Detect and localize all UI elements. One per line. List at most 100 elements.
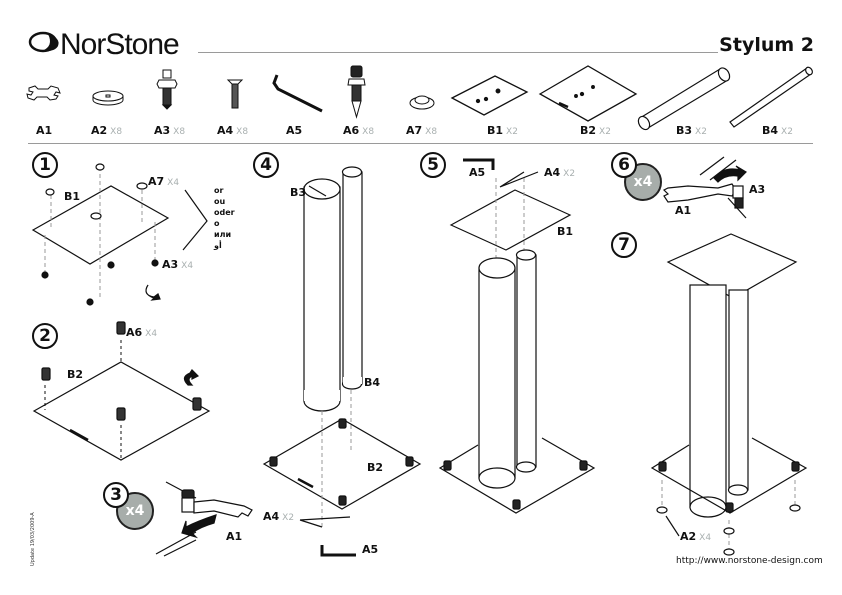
logo-mark-icon — [28, 31, 59, 53]
part-qty: X8 — [362, 127, 375, 137]
part-qty: X8 — [425, 127, 438, 137]
or-translations: or ou oder o или أو — [214, 185, 235, 251]
step6-illustration — [662, 156, 747, 219]
part-qty: X2 — [695, 127, 707, 137]
step4-label-b3: B3 — [290, 186, 307, 199]
part-qty: X8 — [173, 127, 186, 137]
website-link[interactable]: http://www.norstone-design.com — [676, 556, 823, 566]
step-3-number: 3 — [103, 482, 129, 508]
part-id: B4 — [762, 124, 779, 137]
step1-label-b1: B1 — [64, 190, 81, 203]
part-id: A4 — [217, 124, 234, 137]
label-id: A7 — [148, 175, 165, 188]
or-word: أو — [214, 241, 222, 250]
step1-illustration — [31, 163, 208, 306]
part-qty: X8 — [236, 127, 249, 137]
step5-label-a5: A5 — [469, 166, 486, 179]
part-qty: X2 — [506, 127, 518, 137]
part-label-a1: A1 — [36, 124, 55, 137]
step-7-number: 7 — [611, 232, 637, 258]
step7-illustration — [650, 233, 808, 556]
part-qty: X2 — [781, 127, 793, 137]
step-5-number: 5 — [420, 152, 446, 178]
screw-icon — [226, 79, 244, 109]
washer-icon — [409, 95, 435, 110]
step5-illustration — [438, 158, 596, 514]
step3-illustration — [155, 481, 253, 557]
base-plate-icon — [538, 65, 638, 122]
or-word: ou — [214, 197, 226, 206]
step2-label-b2: B2 — [67, 368, 84, 381]
parts-rule — [28, 143, 813, 144]
top-plate-icon — [450, 75, 529, 116]
brand-logo — [28, 30, 62, 58]
or-word: o — [214, 219, 220, 228]
part-qty: X2 — [599, 127, 611, 137]
label-qty: X4 — [699, 533, 712, 543]
label-id: A2 — [680, 530, 697, 543]
part-qty: X8 — [110, 127, 123, 137]
step6-label-a1: A1 — [675, 204, 692, 217]
spike-nut-icon — [156, 69, 178, 110]
label-id: A3 — [162, 258, 179, 271]
part-id: B1 — [487, 124, 504, 137]
step5-label-b1: B1 — [557, 225, 574, 238]
large-tube-icon — [637, 67, 731, 131]
small-tube-icon — [729, 66, 813, 128]
step4-illustration — [262, 166, 422, 557]
label-qty: X4 — [181, 261, 194, 271]
step4-label-b2: B2 — [367, 461, 384, 474]
step2-illustration — [32, 321, 211, 461]
label-qty: X2 — [563, 169, 576, 179]
part-id: A5 — [286, 124, 303, 137]
disc-pad-icon — [92, 90, 124, 106]
step-6-number: 6 — [611, 152, 637, 178]
part-id: A3 — [154, 124, 171, 137]
brand-name: NorStone — [60, 28, 180, 61]
step4-label-a5: A5 — [362, 543, 379, 556]
label-id: A6 — [126, 326, 143, 339]
step4-label-b4: B4 — [364, 376, 381, 389]
label-id: A4 — [263, 510, 280, 523]
step-2-number: 2 — [32, 323, 58, 349]
step6-label-a3: A3 — [749, 183, 766, 196]
or-word: or — [214, 186, 224, 195]
label-qty: X4 — [167, 178, 180, 188]
header-rule — [198, 52, 718, 53]
spike-icon — [347, 65, 366, 119]
or-word: oder — [214, 208, 235, 217]
or-word: или — [214, 230, 232, 239]
step3-label-a1: A1 — [226, 530, 243, 543]
part-id: A2 — [91, 124, 108, 137]
step-6-multiplier: x4 — [624, 163, 662, 201]
step-4-number: 4 — [253, 152, 279, 178]
part-id: A7 — [406, 124, 423, 137]
label-qty: X4 — [145, 329, 158, 339]
label-id: A4 — [544, 166, 561, 179]
part-id: A6 — [343, 124, 360, 137]
part-id: B2 — [580, 124, 597, 137]
step-1-number: 1 — [32, 152, 58, 178]
update-note: Update 19/03/2009-A — [30, 512, 36, 566]
part-id: B3 — [676, 124, 693, 137]
wrench-icon — [26, 85, 61, 101]
part-id: A1 — [36, 124, 53, 137]
part-label-a5: A5 — [286, 124, 305, 137]
product-title: Stylum 2 — [719, 34, 814, 56]
